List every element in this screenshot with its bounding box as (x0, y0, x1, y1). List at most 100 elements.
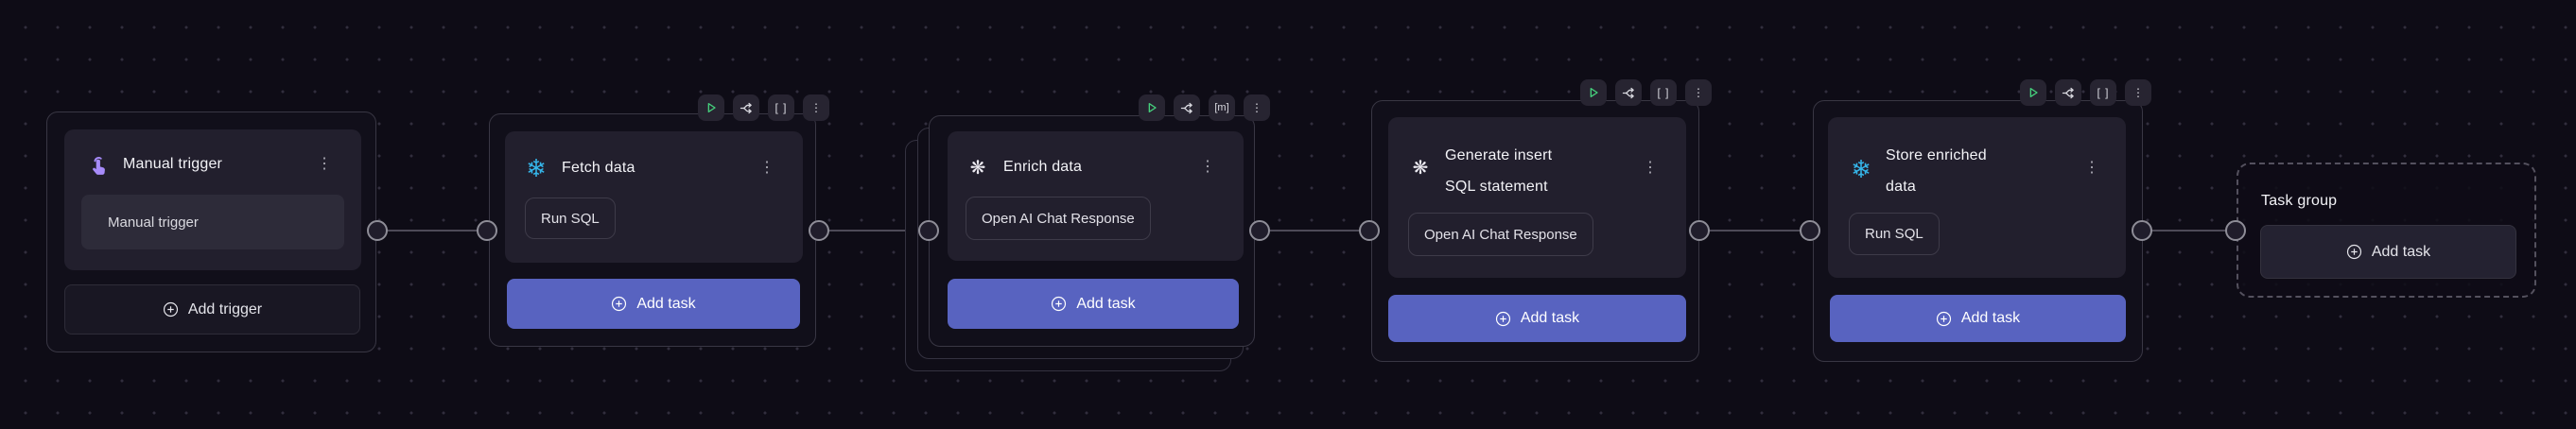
output-port[interactable] (1249, 220, 1270, 241)
branch-button[interactable] (1615, 79, 1642, 106)
snowflake-icon: ❄ (1851, 155, 1871, 183)
add-trigger-button[interactable]: Add trigger (64, 284, 360, 335)
task-card[interactable]: ❋ Enrich data ⋮ Open AI Chat Response (948, 131, 1244, 261)
task-type-tag: Run SQL (1849, 213, 1940, 255)
edge (819, 230, 929, 232)
brackets-icon: [ ] (2097, 86, 2110, 99)
node-title-line2: data (1886, 179, 1916, 195)
trigger-list-item[interactable]: Manual trigger (81, 195, 344, 249)
kebab-menu-icon: ⋮ (2132, 86, 2144, 99)
plus-circle-icon (163, 301, 179, 317)
task-type-tag: Open AI Chat Response (966, 197, 1151, 240)
add-task-label: Add task (636, 295, 696, 312)
node-fetch-data[interactable]: ❄ Fetch data ⋮ Run SQL Add task (489, 113, 816, 347)
more-options-button[interactable]: ⋮ (2125, 79, 2151, 106)
branch-icon (1622, 87, 1634, 98)
input-port[interactable] (918, 220, 939, 241)
play-icon (1148, 103, 1157, 112)
output-port[interactable] (2132, 220, 2152, 241)
plus-circle-icon (1495, 311, 1511, 327)
node-title-line1: Generate insert (1445, 147, 1553, 163)
output-port[interactable] (809, 220, 829, 241)
node-title: Enrich data (1003, 159, 1083, 175)
node-title-line2: SQL statement (1445, 179, 1548, 195)
brackets-button[interactable]: [ ] (768, 94, 794, 121)
node-toolbar: [ ] ⋮ (698, 94, 829, 121)
add-task-button[interactable]: Add task (507, 279, 800, 329)
node-manual-trigger[interactable]: Manual trigger ⋮ Manual trigger Add trig… (46, 112, 376, 352)
map-brackets-button[interactable]: [m] (1209, 94, 1235, 121)
node-store-enriched-data[interactable]: ❄ Store enriched data ⋮ Run SQL Add task (1813, 100, 2143, 362)
node-title: Store enriched data (1886, 140, 1987, 202)
branch-button[interactable] (733, 94, 759, 121)
add-task-label: Add task (1520, 310, 1580, 326)
edge (1699, 230, 1810, 232)
play-icon (1590, 88, 1598, 97)
more-options-button[interactable]: ⋮ (1244, 94, 1270, 121)
edge (377, 230, 487, 232)
task-card[interactable]: ❋ Generate insert SQL statement ⋮ Open A… (1388, 117, 1686, 278)
task-group[interactable]: Task group Add task (2237, 163, 2536, 298)
node-generate-insert-sql[interactable]: ❋ Generate insert SQL statement ⋮ Open A… (1371, 100, 1699, 362)
input-port[interactable] (477, 220, 497, 241)
task-group-title: Task group (2261, 193, 2338, 209)
brackets-icon: [ ] (1657, 86, 1670, 99)
brackets-icon: [ ] (775, 101, 788, 114)
plus-circle-icon (611, 296, 627, 312)
plus-circle-icon (1051, 296, 1067, 312)
kebab-menu-icon: ⋮ (1251, 101, 1262, 114)
run-button[interactable] (698, 94, 724, 121)
run-button[interactable] (1580, 79, 1607, 106)
play-icon (707, 103, 716, 112)
node-title-line1: Store enriched (1886, 147, 1987, 163)
branch-button[interactable] (1174, 94, 1200, 121)
add-task-button[interactable]: Add task (948, 279, 1239, 329)
kebab-menu-icon[interactable]: ⋮ (759, 160, 775, 176)
add-task-button[interactable]: Add task (1830, 295, 2126, 342)
tap-icon (85, 153, 112, 180)
branch-icon (740, 102, 752, 113)
edge (2142, 230, 2236, 232)
branch-icon (2062, 87, 2074, 98)
add-task-label: Add task (1076, 295, 1136, 312)
add-task-label: Add task (2371, 243, 2431, 260)
task-type-tag: Run SQL (525, 197, 616, 239)
task-card[interactable]: ❄ Fetch data ⋮ Run SQL (505, 131, 803, 263)
add-task-button[interactable]: Add task (1388, 295, 1686, 342)
node-title: Fetch data (562, 160, 635, 176)
kebab-menu-icon[interactable]: ⋮ (2084, 160, 2099, 176)
more-options-button[interactable]: ⋮ (1685, 79, 1712, 106)
node-toolbar: [ ] ⋮ (1580, 79, 1712, 106)
task-card[interactable]: ❄ Store enriched data ⋮ Run SQL (1828, 117, 2126, 278)
branch-icon (1180, 102, 1192, 113)
branch-button[interactable] (2055, 79, 2081, 106)
openai-icon: ❋ (1412, 158, 1429, 179)
node-toolbar: [ ] ⋮ (2020, 79, 2151, 106)
brackets-button[interactable]: [ ] (1650, 79, 1677, 106)
more-options-button[interactable]: ⋮ (803, 94, 829, 121)
kebab-menu-icon[interactable]: ⋮ (317, 156, 332, 172)
snowflake-icon: ❄ (526, 154, 547, 182)
run-button[interactable] (1139, 94, 1165, 121)
input-port[interactable] (1359, 220, 1380, 241)
task-type-tag: Open AI Chat Response (1408, 213, 1593, 256)
openai-icon: ❋ (969, 158, 986, 179)
kebab-menu-icon: ⋮ (810, 101, 822, 114)
kebab-menu-icon[interactable]: ⋮ (1200, 159, 1215, 175)
kebab-menu-icon[interactable]: ⋮ (1643, 160, 1658, 176)
node-title: Manual trigger (123, 156, 223, 172)
plus-circle-icon (1936, 311, 1952, 327)
run-button[interactable] (2020, 79, 2046, 106)
add-task-button[interactable]: Add task (2260, 225, 2516, 279)
play-icon (2029, 88, 2038, 97)
node-enrich-data[interactable]: ❋ Enrich data ⋮ Open AI Chat Response Ad… (929, 115, 1255, 347)
brackets-button[interactable]: [ ] (2090, 79, 2116, 106)
trigger-card[interactable]: Manual trigger ⋮ Manual trigger (64, 129, 361, 270)
input-port[interactable] (2225, 220, 2246, 241)
add-trigger-label: Add trigger (187, 300, 263, 317)
output-port[interactable] (367, 220, 388, 241)
output-port[interactable] (1689, 220, 1710, 241)
input-port[interactable] (1800, 220, 1820, 241)
edge (1260, 230, 1369, 232)
